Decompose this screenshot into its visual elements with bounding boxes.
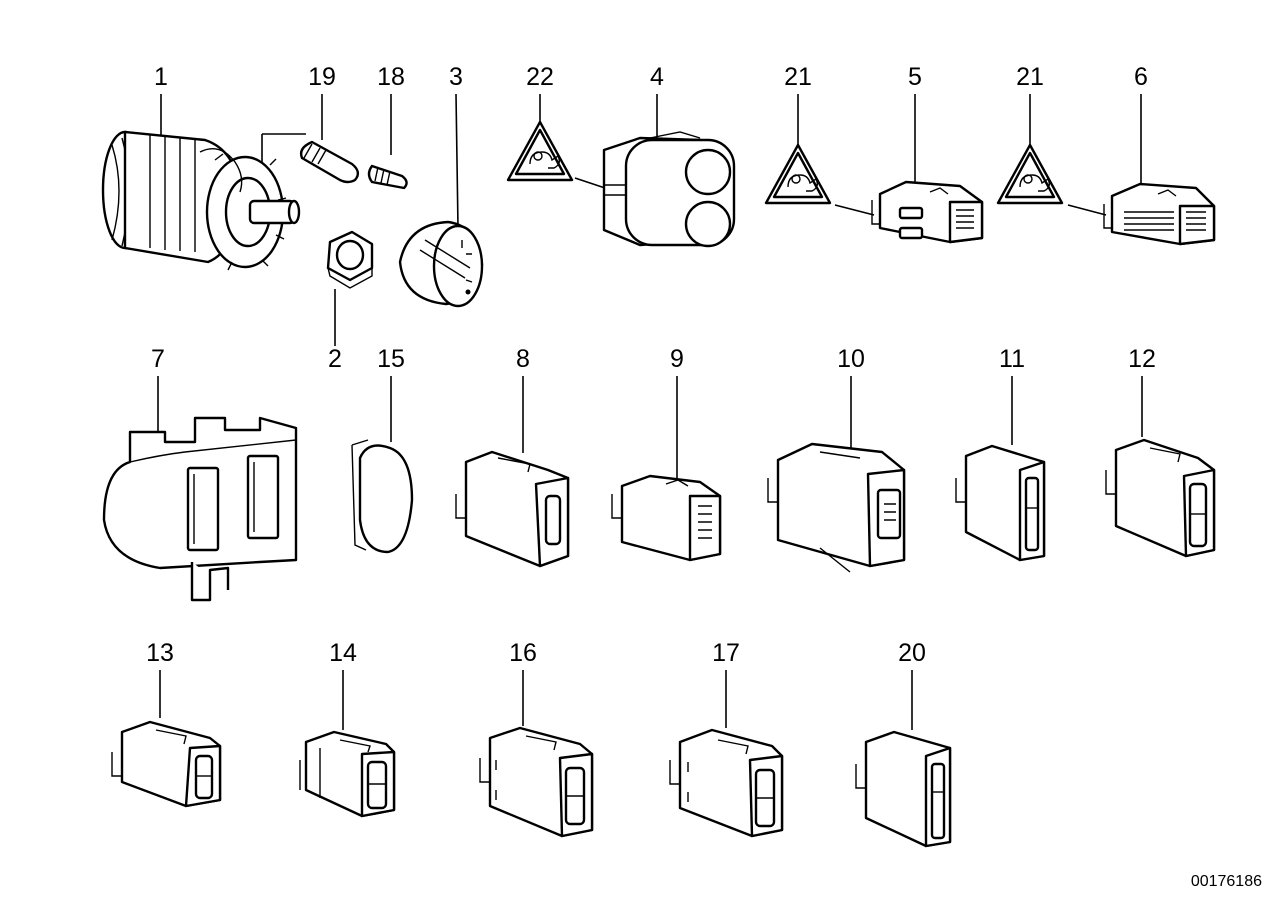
part-5-switch	[871, 180, 984, 244]
part-10-switch	[767, 442, 906, 573]
part-6-switch	[1103, 182, 1216, 246]
warning-triangle-child-icon	[506, 120, 574, 182]
part-19-bulb	[299, 140, 360, 184]
part-1-rotary-switch	[101, 130, 301, 271]
part-14-switch	[299, 730, 396, 818]
part-7-bezel	[102, 416, 298, 602]
part-label-21-b[interactable]: 21	[1016, 63, 1044, 91]
part-label-1[interactable]: 1	[154, 63, 168, 91]
part-label-14[interactable]: 14	[329, 639, 357, 667]
part-9-switch	[611, 474, 722, 562]
part-3-knob	[398, 220, 484, 308]
part-label-21-a[interactable]: 21	[784, 63, 812, 91]
part-2-nut	[326, 230, 374, 289]
part-13-switch	[111, 720, 222, 808]
part-label-3[interactable]: 3	[449, 63, 463, 91]
part-11-switch	[955, 444, 1046, 562]
part-label-19[interactable]: 19	[308, 63, 336, 91]
part-label-2[interactable]: 2	[328, 345, 342, 373]
part-label-4[interactable]: 4	[650, 63, 664, 91]
part-label-9[interactable]: 9	[670, 345, 684, 373]
part-label-10[interactable]: 10	[837, 345, 865, 373]
part-label-5[interactable]: 5	[908, 63, 922, 91]
part-label-6[interactable]: 6	[1134, 63, 1148, 91]
part-label-7[interactable]: 7	[151, 345, 165, 373]
part-label-15[interactable]: 15	[377, 345, 405, 373]
part-label-20[interactable]: 20	[898, 639, 926, 667]
part-16-switch	[479, 726, 594, 838]
part-label-18[interactable]: 18	[377, 63, 405, 91]
part-label-11[interactable]: 11	[999, 345, 1025, 373]
warning-triangle-child-icon	[764, 143, 832, 205]
part-8-rocker-switch	[455, 450, 570, 568]
leader-lines	[157, 93, 1143, 730]
reference-code: 00176186	[1191, 873, 1262, 890]
part-12-switch	[1105, 438, 1216, 558]
part-15-blank-cover	[351, 439, 414, 554]
warning-triangle-child-icon	[996, 143, 1064, 205]
part-label-22[interactable]: 22	[526, 63, 554, 91]
part-label-17[interactable]: 17	[712, 639, 740, 667]
part-label-12[interactable]: 12	[1128, 345, 1156, 373]
part-label-8[interactable]: 8	[516, 345, 530, 373]
part-20-switch	[855, 730, 952, 848]
part-17-switch	[669, 728, 784, 838]
part-label-16[interactable]: 16	[509, 639, 537, 667]
part-label-13[interactable]: 13	[146, 639, 174, 667]
part-18-small-bulb	[367, 164, 408, 190]
part-4-twin-button-switch	[602, 131, 736, 248]
